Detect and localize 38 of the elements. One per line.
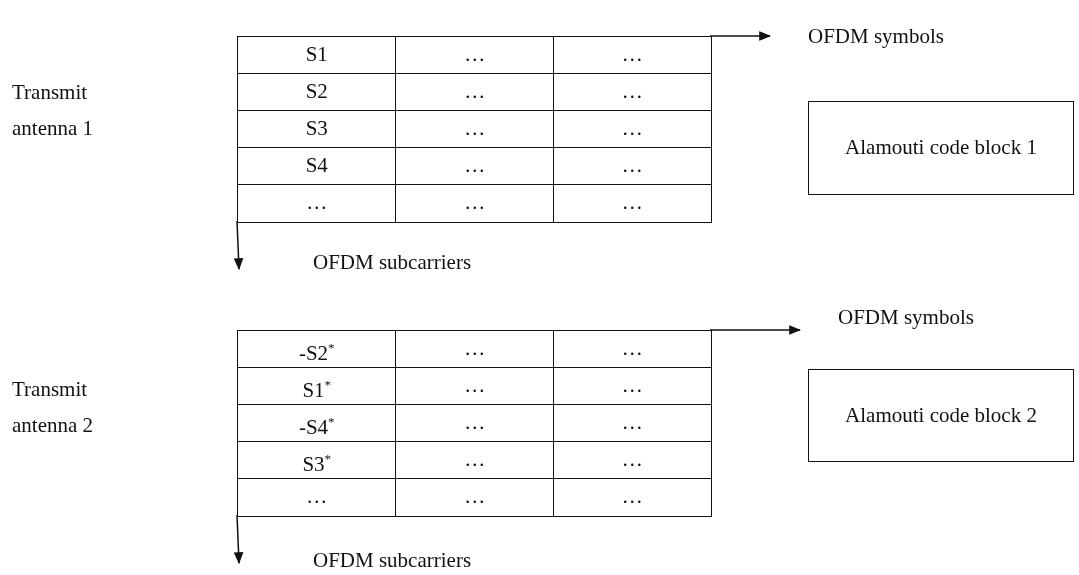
table-cell: … — [395, 441, 555, 480]
table-cell: … — [395, 147, 555, 186]
code-block-box: Alamouti code block 2 — [808, 369, 1074, 462]
table-cell: … — [395, 330, 555, 369]
antenna-label: Transmit antenna 1 — [12, 79, 95, 142]
table-cell: … — [395, 404, 555, 443]
table-cell: … — [395, 184, 555, 223]
table-cell: … — [395, 110, 555, 149]
table-cell: -S4$^{*}$ — [237, 404, 397, 443]
table-cell: … — [553, 147, 712, 186]
table-cell: S3 — [237, 110, 397, 149]
table-cell: … — [395, 73, 555, 112]
table-cell: … — [395, 367, 555, 406]
axis-label: OFDM subcarriers — [313, 548, 472, 574]
table-cell: … — [395, 478, 555, 517]
table-cell: S4 — [237, 147, 397, 186]
table-cell: … — [553, 110, 712, 149]
antenna-label: Transmit antenna 2 — [12, 376, 95, 439]
table-cell: … — [553, 404, 712, 443]
table-cell: … — [553, 73, 712, 112]
code-block-box: Alamouti code block 1 — [808, 101, 1074, 195]
table-cell: S1 — [237, 36, 397, 75]
table-cell: S1$^{*}$ — [237, 367, 397, 406]
table-cell: … — [395, 36, 555, 75]
axis-label: OFDM subcarriers — [313, 250, 472, 276]
table-cell: … — [553, 36, 712, 75]
table-cell: … — [553, 330, 712, 369]
table-cell: … — [553, 478, 712, 517]
table-cell: … — [553, 367, 712, 406]
table-cell: … — [237, 478, 397, 517]
table-cell: … — [553, 184, 712, 223]
axis-label: OFDM symbols — [808, 24, 944, 50]
table-cell: S2 — [237, 73, 397, 112]
table-cell: … — [553, 441, 712, 480]
table-cell: … — [237, 184, 397, 223]
axis-label: OFDM symbols — [838, 305, 974, 331]
table-cell: S3$^{*}$ — [237, 441, 397, 480]
table-cell: -S2$^{*}$ — [237, 330, 397, 369]
